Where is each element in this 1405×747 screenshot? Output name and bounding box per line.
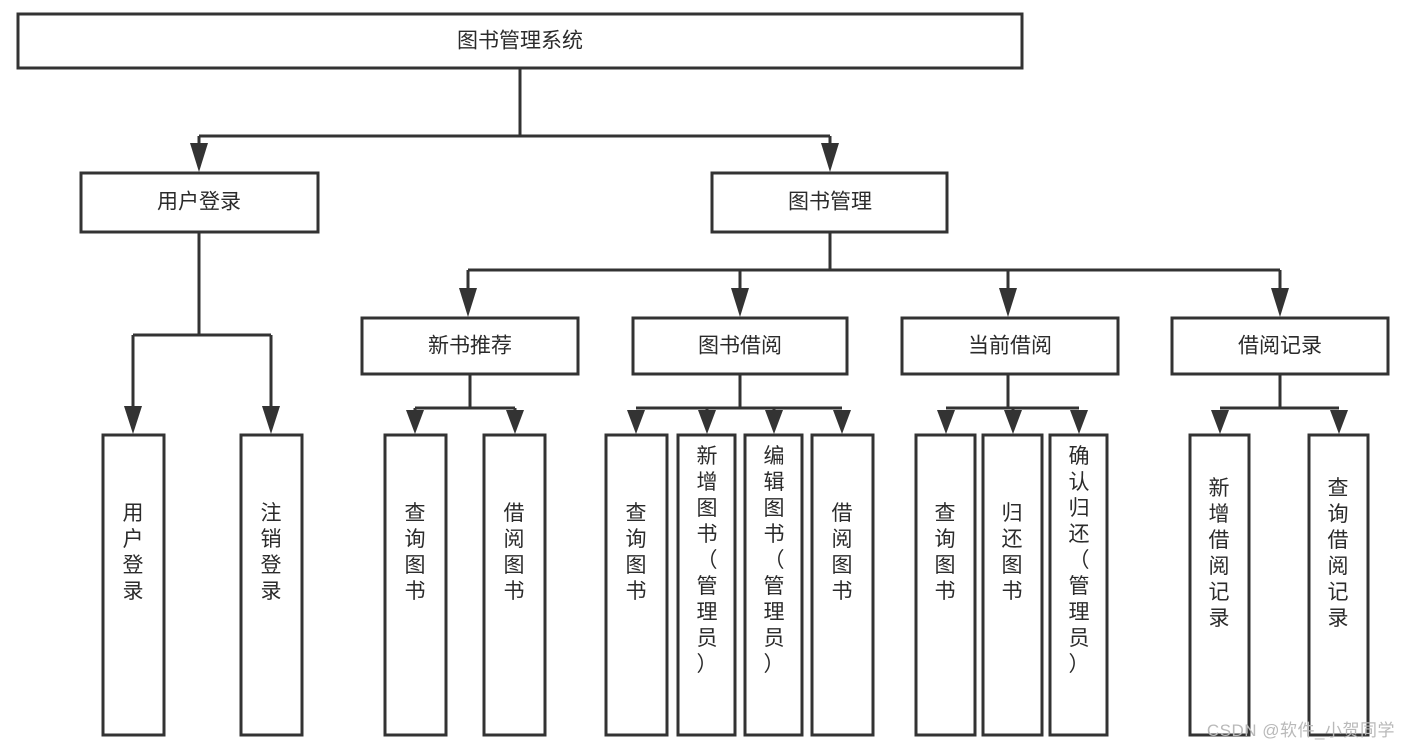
leaf-query-book-newbook-label: 查询图书: [405, 502, 426, 603]
node-book-borrow-box[interactable]: [631, 316, 849, 376]
arrow-head-leaf-query-book-2: [627, 410, 645, 434]
leaf-logout-login-label: 注销登录: [261, 502, 282, 603]
leaf-add-book-admin-box[interactable]: [676, 433, 737, 737]
leaf-user-login[interactable]: 用户登录: [101, 433, 166, 737]
leaf-query-book-current-label: 查询图书: [935, 502, 956, 603]
arrow-head-leaf-logout-login: [262, 406, 280, 434]
arrow-head-leaf-user-login: [124, 406, 142, 434]
arrow-head-user-login: [190, 143, 208, 172]
leaf-return-book-label: 归还图书: [1002, 502, 1023, 603]
arrow-head-borrow-record: [1271, 288, 1289, 317]
arrow-head-leaf-borrow-book-1: [506, 410, 524, 434]
arrow-head-book-borrow: [731, 288, 749, 317]
leaf-edit-book-admin-label: 编辑图书（管理员）: [764, 445, 785, 676]
node-borrow-record-box[interactable]: [1170, 316, 1390, 376]
leaf-borrow-book-borrow[interactable]: 借阅图书: [810, 433, 875, 737]
watermark: CSDN @软件_小贺同学: [1206, 721, 1395, 740]
leaf-confirm-return-admin-label: 确认归还（管理员）: [1069, 445, 1090, 676]
leaf-borrow-book-newbook[interactable]: 借阅图书: [482, 433, 547, 737]
leaf-query-borrow-record[interactable]: 查询借阅记录: [1307, 433, 1370, 737]
node-user-login-box[interactable]: [79, 171, 320, 234]
leaf-confirm-return-admin-box[interactable]: [1048, 433, 1109, 737]
node-root-box[interactable]: [16, 12, 1024, 70]
leaf-borrow-book-newbook-box[interactable]: [482, 433, 547, 737]
leaf-query-borrow-record-label: 查询借阅记录: [1328, 477, 1349, 630]
node-current-borrow-label: 当前借阅: [968, 335, 1052, 358]
leaf-user-login-box[interactable]: [101, 433, 166, 737]
node-new-book-recommend-box[interactable]: [360, 316, 580, 376]
leaf-query-borrow-record-box[interactable]: [1307, 433, 1370, 737]
arrow-head-leaf-query-record: [1330, 410, 1348, 434]
leaf-logout-login[interactable]: 注销登录: [239, 433, 304, 737]
leaf-return-book[interactable]: 归还图书: [981, 433, 1044, 737]
arrow-head-leaf-add-record: [1211, 410, 1229, 434]
leaf-add-borrow-record-label: 新增借阅记录: [1209, 477, 1230, 630]
node-book-management-box[interactable]: [710, 171, 949, 234]
leaf-add-borrow-record[interactable]: 新增借阅记录: [1188, 433, 1251, 737]
leaf-query-book-current[interactable]: 查询图书: [914, 433, 977, 737]
arrow-head-leaf-query-book-3: [937, 410, 955, 434]
leaf-query-book-current-box[interactable]: [914, 433, 977, 737]
leaf-edit-book-admin-box[interactable]: [743, 433, 804, 737]
node-book-borrow-label: 图书借阅: [698, 335, 782, 358]
leaf-query-book-newbook[interactable]: 查询图书: [383, 433, 448, 737]
leaf-logout-login-box[interactable]: [239, 433, 304, 737]
node-new-book-recommend-label: 新书推荐: [428, 335, 512, 358]
leaf-borrow-book-newbook-label: 借阅图书: [504, 502, 525, 603]
node-borrow-record[interactable]: 借阅记录: [1170, 316, 1390, 376]
leaf-query-book-borrow-box[interactable]: [604, 433, 669, 737]
arrow-head-leaf-confirm-return: [1070, 410, 1088, 434]
node-new-book-recommend[interactable]: 新书推荐: [360, 316, 580, 376]
node-user-login[interactable]: 用户登录: [79, 171, 320, 234]
leaf-edit-book-admin[interactable]: 编辑图书（管理员）: [743, 433, 804, 737]
node-book-borrow[interactable]: 图书借阅: [631, 316, 849, 376]
arrow-head-leaf-return-book: [1004, 410, 1022, 434]
leaf-borrow-book-borrow-label: 借阅图书: [832, 502, 853, 603]
leaf-return-book-box[interactable]: [981, 433, 1044, 737]
node-current-borrow[interactable]: 当前借阅: [900, 316, 1120, 376]
connector-layer: [124, 68, 1348, 434]
node-book-management[interactable]: 图书管理: [710, 171, 949, 234]
arrow-head-book-mgmt: [821, 143, 839, 172]
leaf-confirm-return-admin[interactable]: 确认归还（管理员）: [1048, 433, 1109, 737]
arrow-head-leaf-add-book: [698, 410, 716, 434]
leaf-query-book-borrow[interactable]: 查询图书: [604, 433, 669, 737]
node-root-label: 图书管理系统: [457, 30, 583, 53]
leaf-query-book-newbook-box[interactable]: [383, 433, 448, 737]
node-borrow-record-label: 借阅记录: [1238, 335, 1322, 358]
leaf-add-book-admin[interactable]: 新增图书（管理员）: [676, 433, 737, 737]
arrow-head-new-book-rec: [459, 288, 477, 317]
node-root[interactable]: 图书管理系统: [16, 12, 1024, 70]
node-book-management-label: 图书管理: [788, 191, 872, 214]
arrow-head-current-borrow: [999, 288, 1017, 317]
arrow-head-leaf-edit-book: [765, 410, 783, 434]
leaf-add-book-admin-label: 新增图书（管理员）: [697, 445, 718, 676]
arrow-head-leaf-borrow-book-2: [833, 410, 851, 434]
leaf-borrow-book-borrow-box[interactable]: [810, 433, 875, 737]
node-current-borrow-box[interactable]: [900, 316, 1120, 376]
node-user-login-label: 用户登录: [157, 191, 241, 214]
leaf-user-login-label: 用户登录: [123, 502, 144, 603]
leaf-add-borrow-record-box[interactable]: [1188, 433, 1251, 737]
leaf-query-book-borrow-label: 查询图书: [626, 502, 647, 603]
arrow-head-leaf-query-book-1: [406, 410, 424, 434]
